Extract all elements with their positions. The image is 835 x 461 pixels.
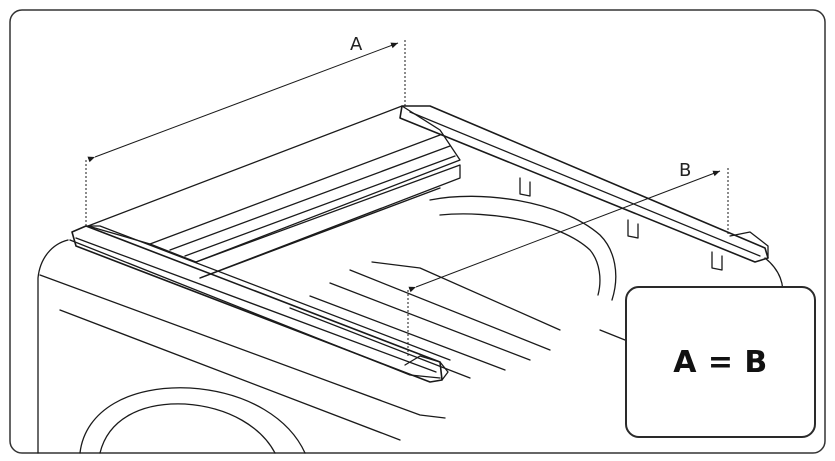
bed-rib-5: [371, 261, 561, 331]
bed-rib-2: [329, 282, 531, 361]
far-rail-clamp-2: [627, 219, 639, 239]
near-rail: [71, 225, 443, 383]
diagram-border: [9, 9, 826, 454]
dimension-a: [85, 40, 406, 226]
dimension-a-arrow-line: [87, 42, 399, 163]
near-rail-inner: [85, 225, 451, 361]
far-rail-end-cap: [729, 231, 769, 259]
wheel-arch: [79, 387, 306, 454]
truck-body-lower-line: [39, 274, 446, 419]
wheel-arch-inner: [99, 403, 276, 454]
dimension-b-label: B: [679, 160, 691, 181]
cover-housing-slat-3: [184, 155, 456, 257]
near-rail-end-cap: [404, 355, 449, 381]
truck-body-upper-line: [69, 239, 441, 379]
cover-housing-slat-5: [199, 187, 441, 279]
truck-side-panel: [37, 239, 69, 454]
equation-text: A = B: [673, 344, 768, 380]
far-rail-clamp-3: [711, 251, 723, 271]
far-rail-clamp-1: [519, 177, 531, 197]
cover-housing-slat-4: [195, 164, 461, 279]
bed-rib-1: [349, 269, 551, 351]
bed-right-wall: [599, 329, 626, 341]
far-rail-inner: [409, 111, 761, 257]
cover-housing-slat-2: [169, 145, 451, 251]
dimension-a-label: A: [350, 34, 363, 55]
cover-housing-slat-1: [149, 134, 441, 245]
bed-rib-4: [289, 307, 471, 379]
dimension-b: [407, 168, 729, 356]
dimension-b-arrow-line: [408, 170, 721, 293]
cover-housing: [87, 105, 461, 263]
bed-rib-3: [309, 295, 506, 371]
side-crease: [59, 309, 401, 441]
near-rail-edge: [75, 237, 437, 373]
equation-callout-box: A = B: [625, 286, 816, 438]
